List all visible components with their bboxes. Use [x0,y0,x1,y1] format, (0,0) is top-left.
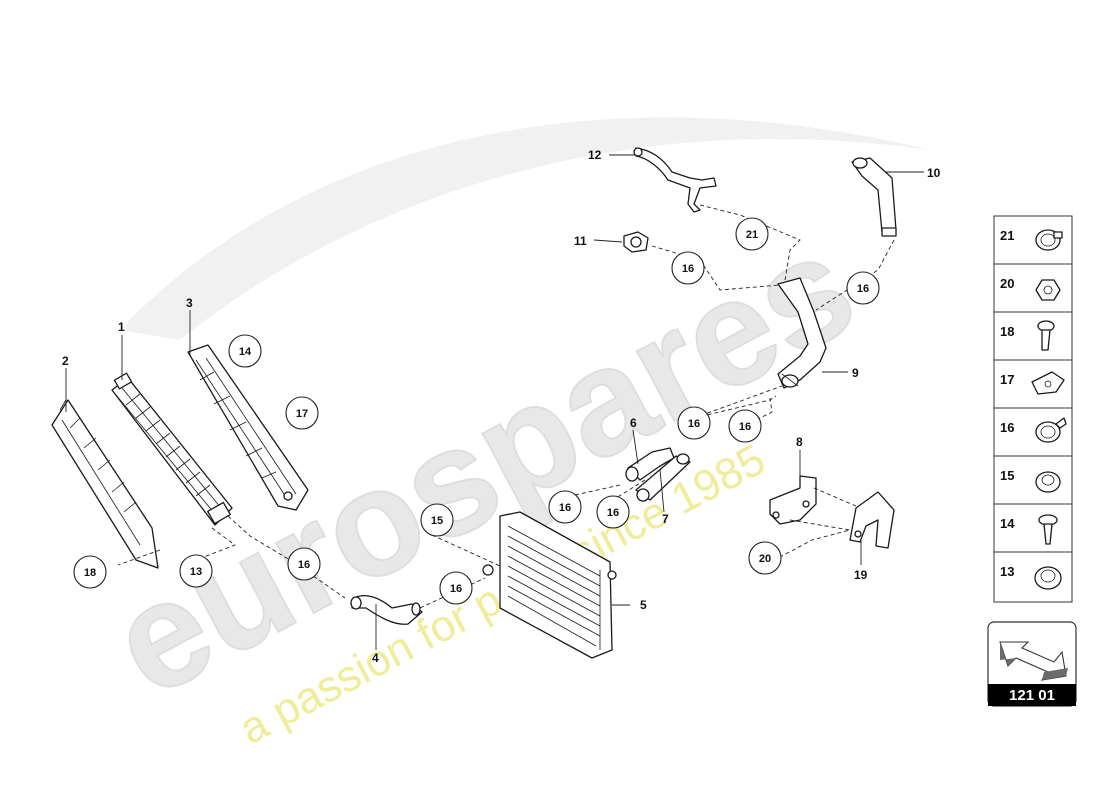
callout-10[interactable]: 10 [927,166,941,180]
svg-text:21: 21 [1000,228,1014,243]
svg-text:16: 16 [688,418,700,430]
callout-labels: 1 2 3 4 5 6 7 8 9 10 11 12 19 [62,148,941,665]
callout-8[interactable]: 8 [796,435,803,449]
watermark-swoosh [120,117,930,340]
part-9-coolant-pipe[interactable] [777,277,827,389]
part-6-coolant-hose[interactable] [625,447,675,482]
callout-9[interactable]: 9 [852,366,859,380]
svg-text:18: 18 [1000,324,1014,339]
svg-text:16: 16 [1000,420,1014,435]
part-8-bracket[interactable] [769,475,817,525]
part-10-coolant-hose[interactable] [851,157,897,237]
part-2-air-deflector[interactable] [51,399,159,569]
circle-callout-16-b[interactable]: 16 [439,571,473,605]
reference-box: 121 01 [987,621,1077,707]
svg-text:16: 16 [450,583,462,595]
circle-callout-20[interactable]: 20 [748,541,782,575]
svg-text:16: 16 [739,421,751,433]
callout-11[interactable]: 11 [574,234,587,248]
callout-12[interactable]: 12 [588,148,602,162]
nut-icon [1035,279,1061,301]
callout-3[interactable]: 3 [186,296,193,310]
legend-row-18[interactable]: 18 [993,311,1073,361]
reference-number: 121 01 [1009,687,1055,704]
legend-row-17[interactable]: 17 [993,359,1073,409]
svg-text:21: 21 [746,229,758,241]
callout-1[interactable]: 1 [118,320,125,334]
callout-6[interactable]: 6 [630,416,637,430]
watermark: eurospares a passion for parts since 198… [85,117,930,754]
circled-callouts: 14 17 18 13 16 16 15 16 16 16 16 16 21 1… [73,217,880,605]
legend-row-16[interactable]: 16 [993,407,1073,457]
circle-callout-16-d[interactable]: 16 [596,495,630,529]
svg-text:16: 16 [607,507,619,519]
part-7-coolant-hose[interactable] [635,453,691,502]
spring-clamp-icon [1035,417,1067,443]
part-4-coolant-hose[interactable] [350,594,423,625]
circle-callout-16-h[interactable]: 16 [846,271,880,305]
direction-arrow-icon [999,641,1068,681]
circle-callout-17[interactable]: 17 [285,396,319,430]
circle-callout-16-g[interactable]: 16 [671,251,705,285]
callout-19[interactable]: 19 [854,568,868,582]
callout-7[interactable]: 7 [662,512,669,526]
svg-text:16: 16 [857,283,869,295]
svg-text:16: 16 [298,559,310,571]
clip-nut-icon [1031,371,1065,395]
circle-callout-16-a[interactable]: 16 [287,547,321,581]
fastener-legend: 21 20 18 17 16 15 14 [993,215,1073,603]
svg-text:14: 14 [1000,516,1015,531]
part-1-radiator[interactable] [111,372,233,526]
svg-text:17: 17 [1000,372,1014,387]
callout-leaders [65,154,924,650]
callout-5[interactable]: 5 [640,598,647,612]
part-19-bracket[interactable] [849,491,895,549]
svg-text:18: 18 [84,567,96,579]
svg-text:15: 15 [1000,468,1014,483]
svg-text:20: 20 [1000,276,1014,291]
circle-callout-21[interactable]: 21 [735,217,769,251]
circle-callout-14[interactable]: 14 [228,334,262,368]
svg-text:16: 16 [682,263,694,275]
part-5-main-radiator[interactable] [482,511,617,659]
svg-text:17: 17 [296,408,308,420]
svg-text:13: 13 [190,566,202,578]
expanding-rivet-icon [1038,514,1058,545]
svg-text:13: 13 [1000,564,1014,579]
legend-row-15[interactable]: 15 [993,455,1073,505]
callout-2[interactable]: 2 [62,354,69,368]
circle-callout-16-f[interactable]: 16 [728,409,762,443]
bolt-icon [1037,320,1055,351]
circle-callout-18[interactable]: 18 [73,555,107,589]
legend-row-21[interactable]: 21 [993,215,1073,265]
svg-text:15: 15 [431,515,443,527]
part-12-bleed-line[interactable] [633,147,717,213]
svg-text:14: 14 [239,346,252,358]
part-3-radiator-frame[interactable] [187,344,309,511]
svg-text:20: 20 [759,553,771,565]
circle-callout-15[interactable]: 15 [420,503,454,537]
plug-icon [1034,566,1062,590]
svg-text:16: 16 [559,502,571,514]
part-11-temperature-sensor[interactable] [623,231,649,253]
legend-row-20[interactable]: 20 [993,263,1073,313]
legend-row-13[interactable]: 13 [993,551,1073,603]
reference-number-bar [988,684,1076,706]
circle-callout-16-e[interactable]: 16 [677,406,711,440]
callout-4[interactable]: 4 [372,651,379,665]
grommet-icon [1035,471,1061,493]
circle-callout-16-c[interactable]: 16 [548,490,582,524]
hose-clamp-icon [1035,229,1063,251]
circle-callout-13[interactable]: 13 [179,554,213,588]
legend-row-14[interactable]: 14 [993,503,1073,553]
